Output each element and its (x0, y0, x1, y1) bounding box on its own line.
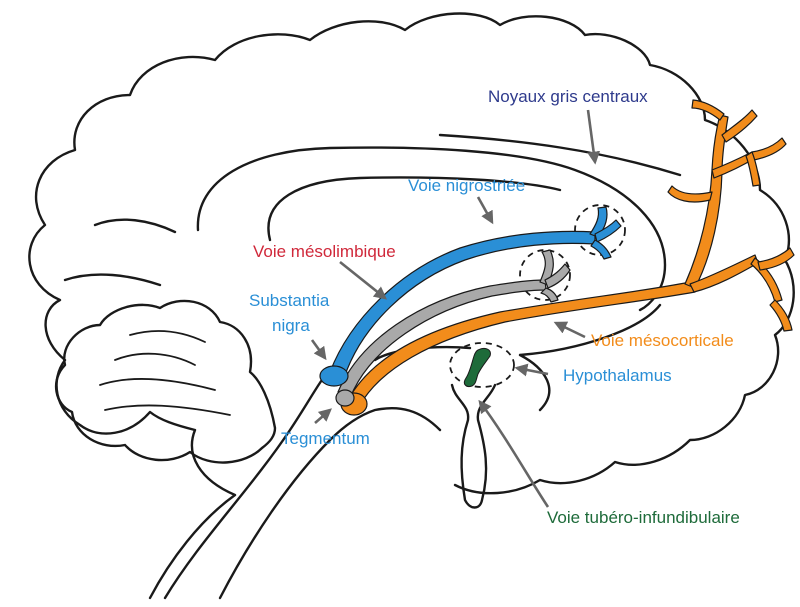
tuberoinfundibular-neuron (464, 348, 490, 386)
upper-arc (440, 135, 680, 175)
pituitary-outline (452, 385, 495, 508)
mesolimbic-terminal-3 (541, 288, 558, 302)
mesocortical-twig-4 (722, 110, 757, 142)
arrow-mesolimbique (340, 262, 385, 298)
label-substantia: Substantia (249, 291, 330, 310)
label-voie-tubero-infundibulaire: Voie tubéro-infundibulaire (547, 508, 740, 527)
diencephalon-outline (520, 305, 660, 410)
mesocortical-twig-5 (752, 138, 786, 160)
label-noyaux-gris-centraux: Noyaux gris centraux (488, 87, 648, 106)
substantia-nigra-cell-body (320, 366, 348, 386)
arrow-nigrostriee (478, 197, 492, 222)
arrow-tegmentum (315, 410, 330, 423)
label-voie-mesolimbique: Voie mésolimbique (253, 242, 396, 261)
occipital-outline (65, 220, 175, 285)
label-voie-nigrostriee: Voie nigrostriée (408, 176, 525, 195)
label-voie-mesocorticale: Voie mésocorticale (591, 331, 734, 350)
mesolimbic-cell-body (336, 390, 354, 406)
arrow-substantia (312, 340, 325, 358)
mesocortical-twig-3 (692, 100, 724, 120)
arrow-hypothalamus (517, 368, 548, 374)
cerebellum-folia (100, 331, 230, 415)
label-hypothalamus: Hypothalamus (563, 366, 672, 385)
nigrostriatal-terminal-3 (591, 240, 611, 259)
label-nigra: nigra (272, 316, 310, 335)
brainstem-outline (165, 370, 440, 598)
cerebellum-outline (56, 301, 275, 463)
label-tegmentum: Tegmentum (281, 429, 370, 448)
arrow-noyaux (588, 110, 595, 162)
arrow-mesocorticale (556, 323, 585, 337)
tuberoinfundibular-pathway (464, 348, 490, 386)
mesocortical-twig-2 (668, 186, 712, 202)
